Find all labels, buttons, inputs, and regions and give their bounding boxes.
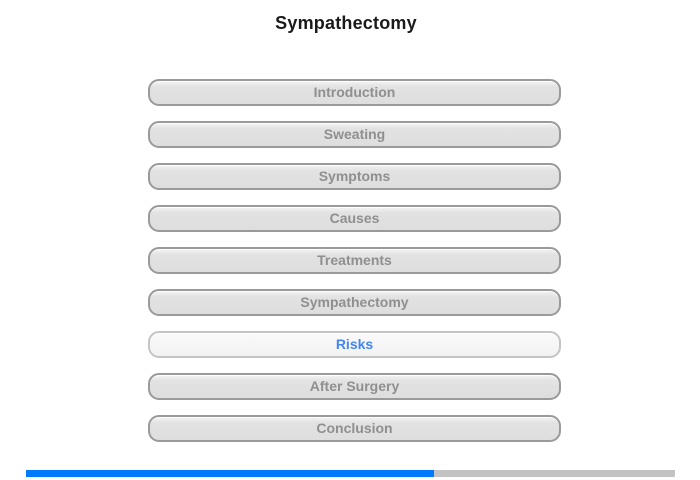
menu-button-introduction[interactable]: Introduction (148, 79, 561, 106)
menu-button-sympathectomy[interactable]: Sympathectomy (148, 289, 561, 316)
menu-button-after-surgery[interactable]: After Surgery (148, 373, 561, 400)
menu-button-conclusion[interactable]: Conclusion (148, 415, 561, 442)
menu-button-treatments[interactable]: Treatments (148, 247, 561, 274)
menu-button-risks[interactable]: Risks (148, 331, 561, 358)
section-menu: Introduction Sweating Symptoms Causes Tr… (148, 79, 561, 457)
progress-bar-fill (26, 470, 435, 477)
progress-bar-track (26, 470, 675, 477)
menu-button-causes[interactable]: Causes (148, 205, 561, 232)
page-title: Sympathectomy (275, 13, 417, 33)
menu-button-symptoms[interactable]: Symptoms (148, 163, 561, 190)
menu-button-sweating[interactable]: Sweating (148, 121, 561, 148)
